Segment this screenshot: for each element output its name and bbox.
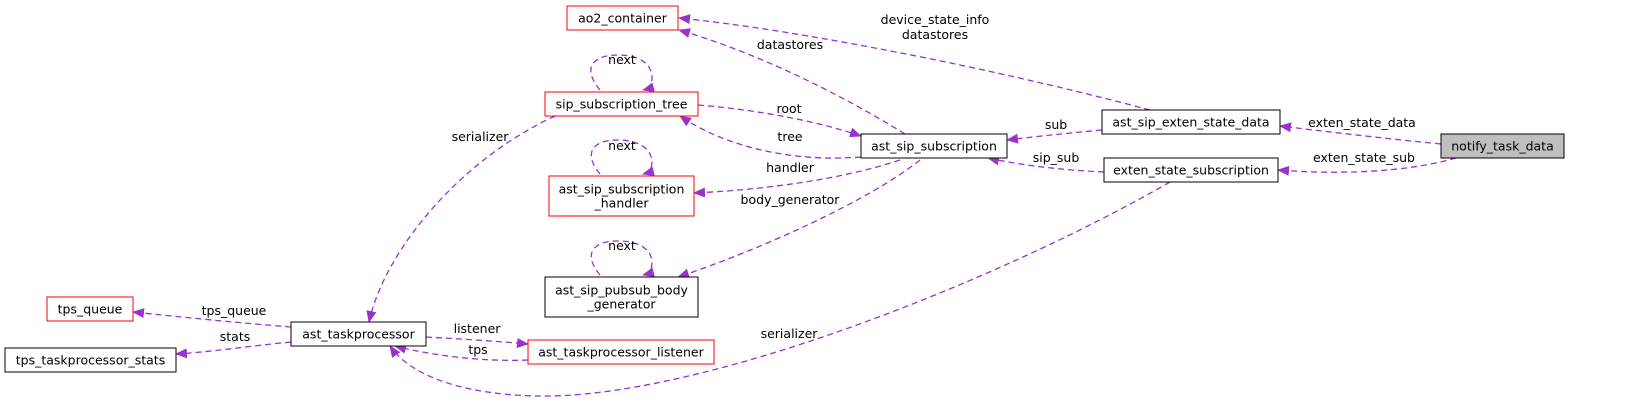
edge-label: next — [608, 138, 636, 153]
edge-line — [1006, 129, 1103, 144]
edge-tps-queue-edge: tps_queue — [132, 303, 292, 328]
edge-sip-sub: sip_sub — [987, 150, 1105, 173]
edge-exten-state-data: exten_state_data — [1279, 115, 1442, 145]
edge-label: serializer — [761, 326, 819, 341]
node-ast-taskprocessor-listener[interactable]: ast_taskprocessor_listener — [527, 339, 715, 365]
edge-label: serializer — [452, 129, 510, 144]
edge-stats: stats — [175, 329, 292, 359]
edge-label: handler — [766, 160, 815, 175]
node-label: exten_state_subscription — [1113, 163, 1269, 178]
node-label: ast_sip_exten_state_data — [1112, 115, 1269, 130]
node-label: notify_task_data — [1451, 139, 1554, 154]
edge-listener: listener — [425, 321, 529, 348]
node-label: ast_taskprocessor_listener — [538, 345, 704, 360]
node-tps-taskprocessor-stats[interactable]: tps_taskprocessor_stats — [4, 347, 177, 373]
edge-line — [425, 336, 529, 348]
node-label: _handler — [594, 196, 650, 211]
edge-tree: tree — [679, 115, 862, 159]
edge-line — [389, 181, 1171, 397]
node-label: ast_sip_pubsub_body — [555, 283, 688, 298]
edge-line — [1279, 122, 1442, 145]
edge-line — [590, 240, 655, 278]
edge-serializer-left: serializer — [366, 115, 556, 323]
edge-label: stats — [220, 329, 251, 344]
edge-label: listener — [454, 321, 502, 336]
edge-line — [394, 343, 529, 361]
edge-line — [678, 28, 906, 135]
edge-line — [697, 104, 862, 138]
edge-label: next — [608, 238, 636, 253]
edge-label: exten_state_data — [1308, 115, 1416, 130]
node-ast-sip-exten-state-data[interactable]: ast_sip_exten_state_data — [1101, 109, 1281, 135]
edge-label: tps — [468, 342, 487, 357]
node-label: tps_taskprocessor_stats — [16, 353, 165, 368]
node-label: ao2_container — [578, 11, 668, 26]
node-ast-sip-subscription[interactable]: ast_sip_subscription — [860, 133, 1008, 159]
node-ast-sip-pubsub-body-generator[interactable]: ast_sip_pubsub_body_generator — [544, 276, 699, 318]
node-box[interactable] — [566, 5, 679, 31]
edge-label: tree — [777, 129, 802, 144]
node-ast-taskprocessor[interactable]: ast_taskprocessor — [290, 321, 427, 347]
node-ast-sip-subscription-handler[interactable]: ast_sip_subscription_handler — [548, 175, 695, 217]
edge-label: sub — [1045, 117, 1067, 132]
node-notify-task-data[interactable]: notify_task_data — [1440, 133, 1565, 159]
node-sip-subscription-tree[interactable]: sip_subscription_tree — [544, 91, 699, 117]
node-box[interactable] — [860, 133, 1008, 159]
edge-line — [132, 308, 292, 328]
edges-layer: nextnextnextdatastoresdevice_state_infod… — [132, 12, 1457, 397]
edge-line — [175, 341, 292, 359]
nodes-layer: ao2_container sip_subscription_tree ast_si… — [4, 5, 1565, 373]
node-box[interactable] — [1101, 109, 1281, 135]
edge-label: datastores — [757, 37, 823, 52]
edge-sub: sub — [1006, 117, 1103, 144]
node-box[interactable] — [544, 91, 699, 117]
edge-line — [590, 139, 655, 177]
edge-serializer-bottom: serializer — [389, 181, 1171, 397]
edge-label: root — [776, 101, 801, 116]
edge-exten-state-sub: exten_state_sub — [1277, 150, 1457, 176]
edge-label: datastores — [902, 27, 968, 42]
node-box[interactable] — [1440, 133, 1565, 159]
node-label: _generator — [587, 297, 657, 312]
edge-line — [679, 115, 862, 159]
edge-handler-next: next — [590, 138, 655, 177]
edge-label: body_generator — [741, 192, 841, 207]
edge-sst-next: next — [590, 52, 655, 93]
edge-root: root — [697, 101, 862, 138]
edge-label: exten_state_sub — [1313, 150, 1415, 165]
node-label: sip_subscription_tree — [556, 97, 688, 112]
edge-line — [678, 14, 1151, 111]
edge-line — [693, 159, 901, 198]
node-label: ast_taskprocessor — [302, 327, 415, 342]
node-ao2-container[interactable]: ao2_container — [566, 5, 679, 31]
node-box[interactable] — [527, 339, 715, 365]
node-label: ast_sip_subscription — [871, 139, 997, 154]
node-box[interactable] — [548, 175, 695, 217]
node-box[interactable] — [46, 296, 134, 322]
node-tps-queue[interactable]: tps_queue — [46, 296, 134, 322]
edge-bodygen-next: next — [590, 238, 655, 278]
edge-body-generator: body_generator — [677, 159, 921, 279]
edge-line — [987, 155, 1105, 173]
edge-handler: handler — [693, 159, 901, 198]
edge-tps: tps — [394, 342, 529, 361]
edge-label: next — [608, 52, 636, 67]
edge-line — [366, 115, 556, 323]
edge-line — [590, 54, 655, 93]
edge-datastores: datastores — [678, 28, 906, 135]
node-box[interactable] — [544, 276, 699, 318]
node-box[interactable] — [1103, 157, 1279, 183]
edge-label: device_state_info — [881, 12, 990, 27]
node-exten-state-subscription[interactable]: exten_state_subscription — [1103, 157, 1279, 183]
node-label: tps_queue — [58, 302, 123, 317]
edge-label: sip_sub — [1033, 150, 1080, 165]
edge-line — [1277, 157, 1457, 176]
node-label: ast_sip_subscription — [559, 182, 685, 197]
node-box[interactable] — [290, 321, 427, 347]
edge-line — [677, 159, 921, 279]
edge-label: tps_queue — [202, 303, 267, 318]
node-box[interactable] — [4, 347, 177, 373]
